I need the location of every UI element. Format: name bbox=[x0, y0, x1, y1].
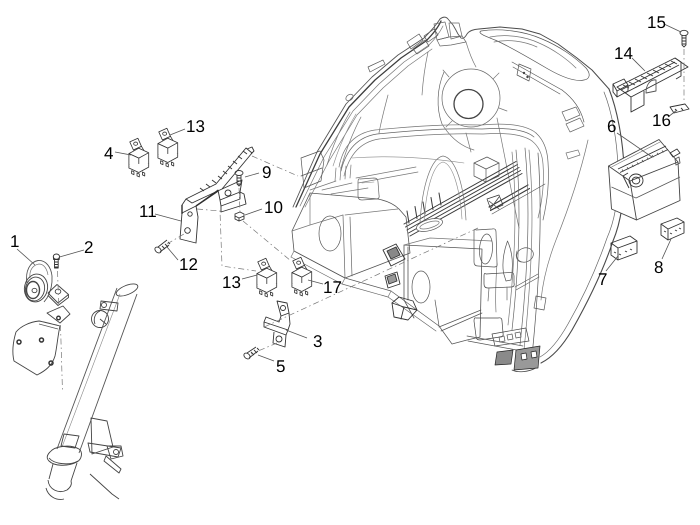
svg-text:2: 2 bbox=[84, 238, 93, 257]
svg-text:4: 4 bbox=[104, 144, 113, 163]
svg-text:13: 13 bbox=[186, 117, 205, 136]
svg-text:6: 6 bbox=[607, 117, 616, 136]
svg-text:17: 17 bbox=[323, 278, 342, 297]
svg-text:7: 7 bbox=[598, 270, 607, 289]
svg-text:16: 16 bbox=[652, 111, 671, 130]
svg-text:9: 9 bbox=[262, 163, 271, 182]
svg-text:10: 10 bbox=[264, 198, 283, 217]
svg-text:13: 13 bbox=[222, 273, 241, 292]
svg-text:8: 8 bbox=[654, 258, 663, 277]
svg-text:11: 11 bbox=[139, 202, 157, 221]
svg-text:15: 15 bbox=[647, 13, 666, 32]
svg-text:5: 5 bbox=[276, 357, 285, 376]
svg-text:3: 3 bbox=[313, 332, 322, 351]
svg-text:12: 12 bbox=[179, 255, 198, 274]
svg-text:14: 14 bbox=[614, 44, 633, 63]
svg-text:1: 1 bbox=[10, 232, 19, 251]
